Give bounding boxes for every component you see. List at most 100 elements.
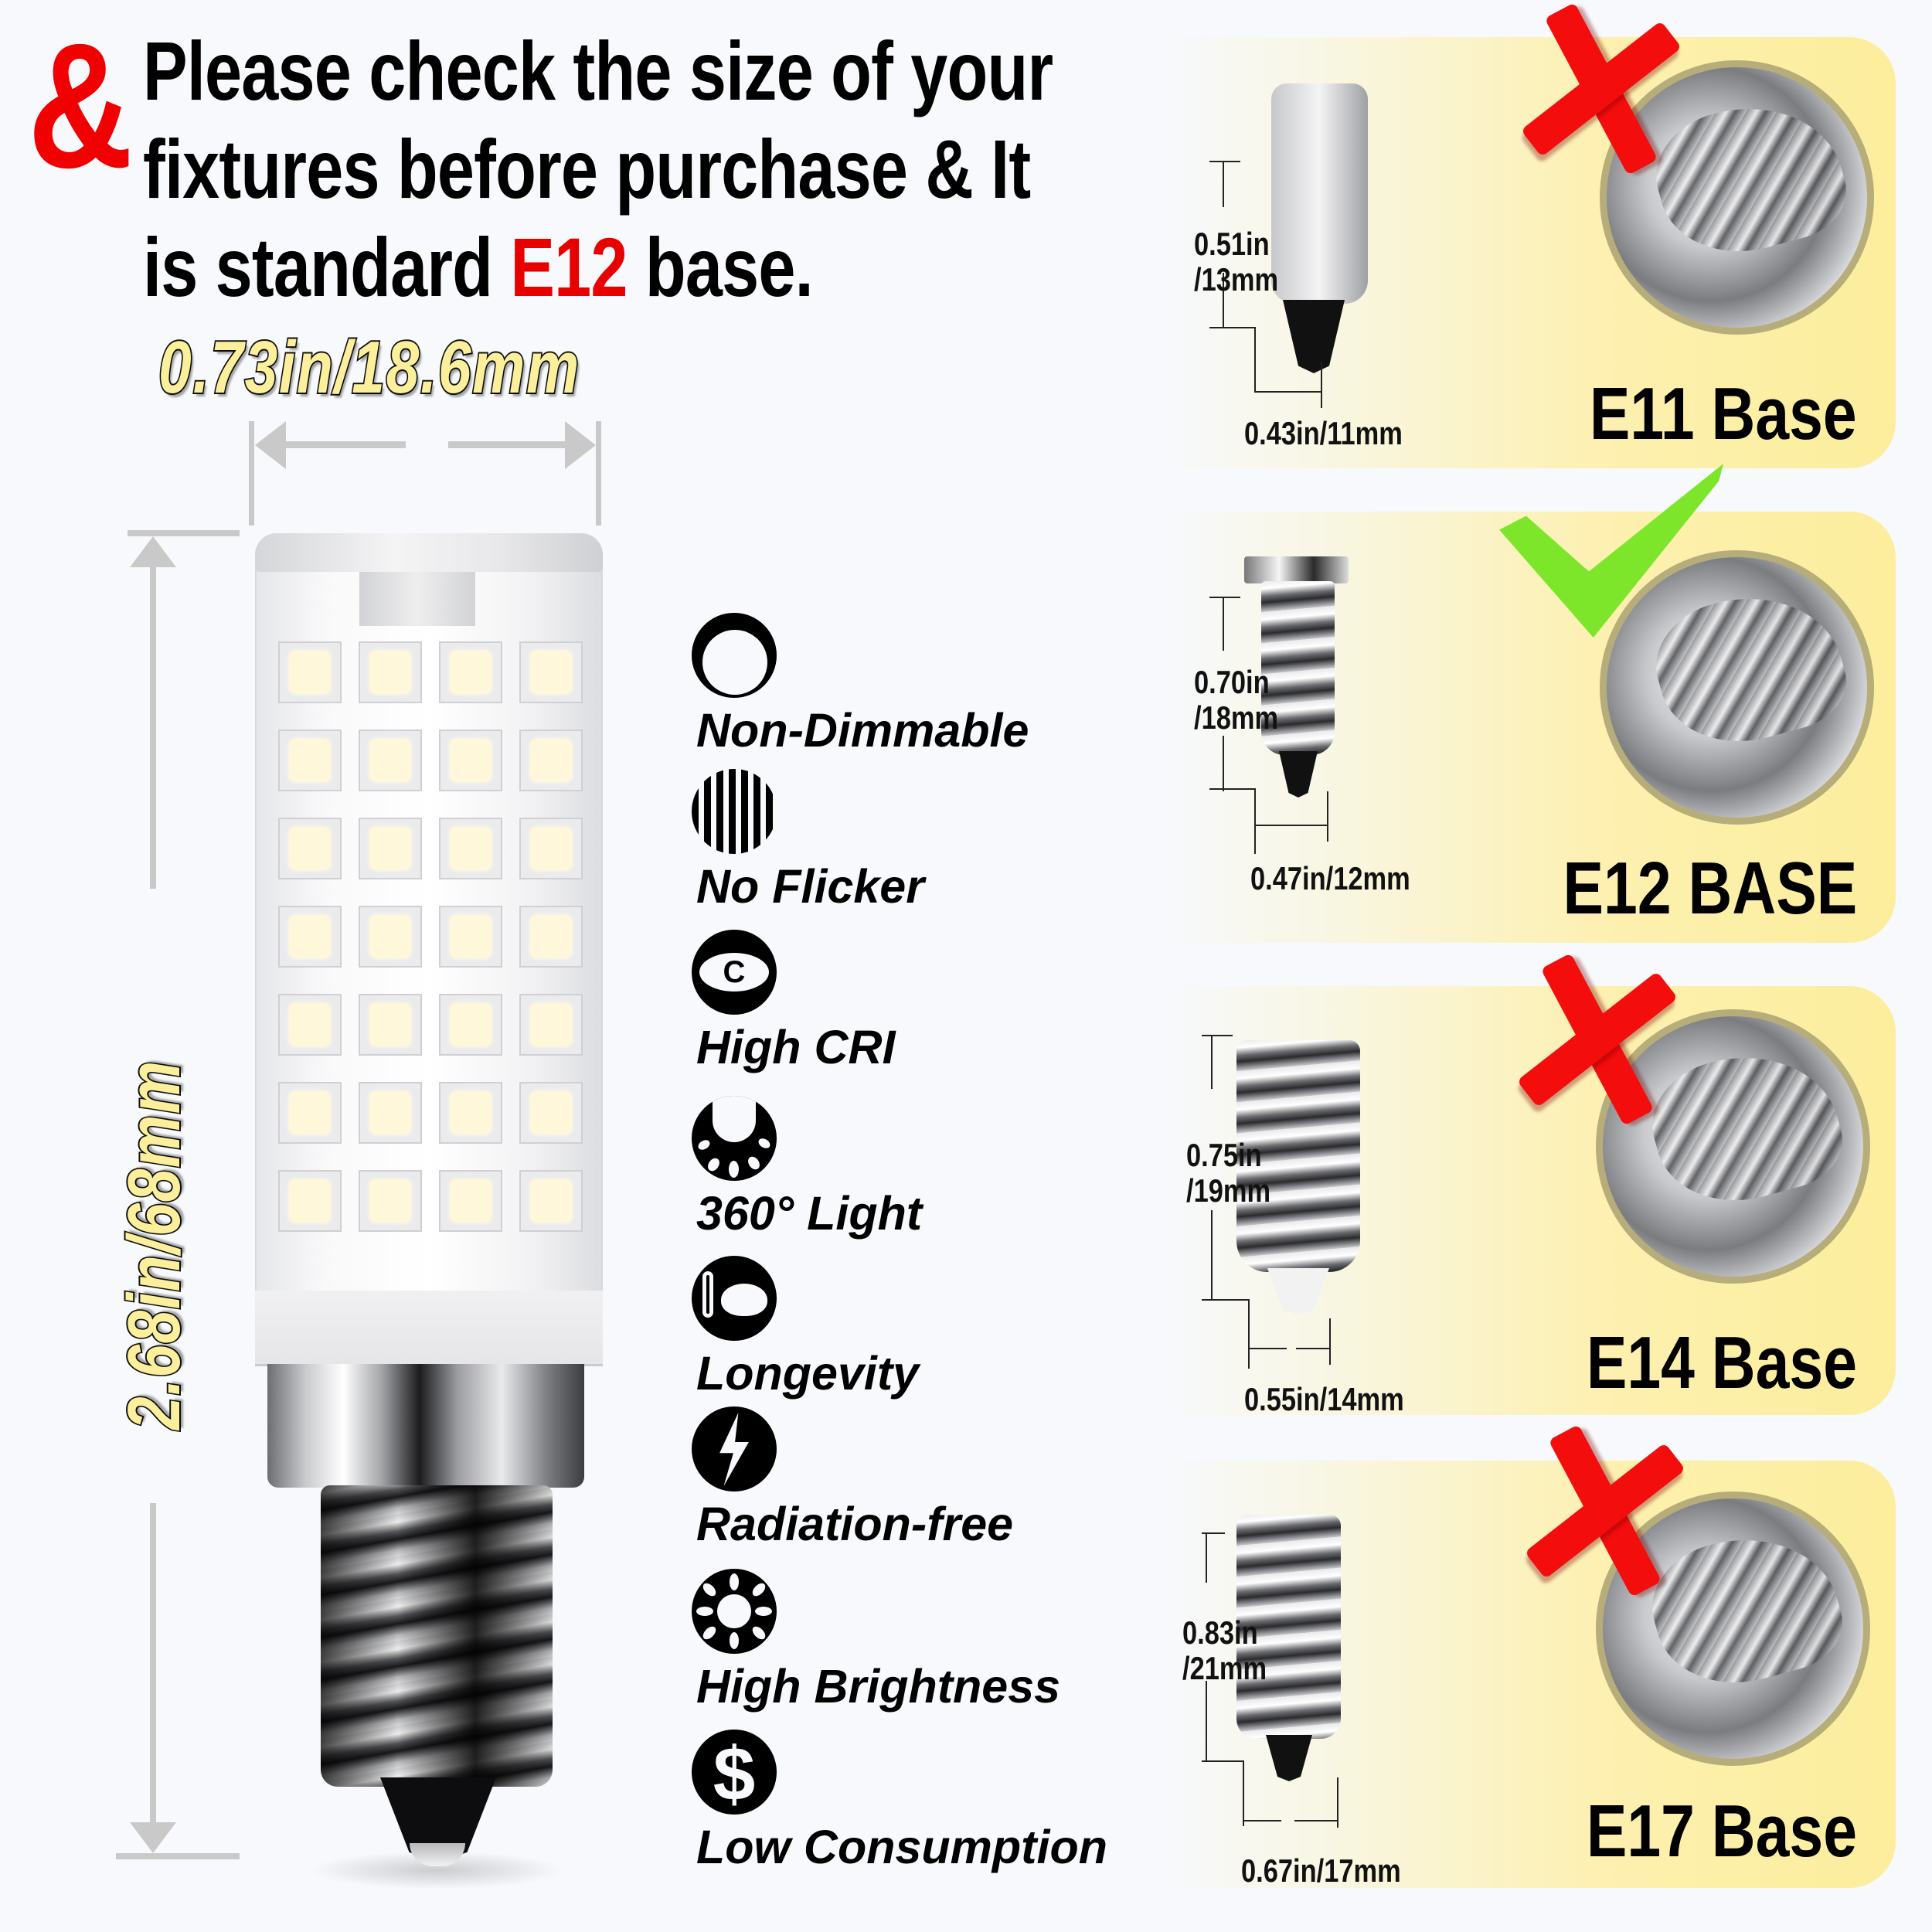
e17-base-photo <box>1236 1515 1341 1739</box>
dim-line <box>1223 597 1224 651</box>
led-chip <box>278 906 342 968</box>
led-chip <box>519 1082 583 1144</box>
dim-line <box>1206 1681 1207 1762</box>
dim-line <box>1202 1035 1233 1036</box>
feature-longevity: Longevity <box>692 1256 919 1397</box>
dim-line <box>1254 788 1256 854</box>
dim-line <box>1327 791 1328 842</box>
headline-line-2: fixtures before purchase & It <box>143 122 1031 216</box>
led-chip <box>519 994 583 1056</box>
dim-line <box>1223 736 1224 791</box>
light-rays-360-icon <box>692 1096 777 1181</box>
led-chip <box>519 906 583 968</box>
e12-height-label: 0.70in/18mm <box>1194 664 1279 736</box>
bulb-metal-collar <box>267 1364 584 1488</box>
led-chip <box>439 1082 502 1144</box>
led-chip <box>359 1170 422 1232</box>
headline-line-3: is standard E12 base. <box>143 220 814 314</box>
led-chip <box>278 730 342 791</box>
led-chip <box>519 641 583 703</box>
vertical-stripes-icon <box>692 769 777 854</box>
dim-line <box>1329 1318 1331 1365</box>
dim-line <box>1254 825 1328 826</box>
bulb-top-cap <box>255 533 603 572</box>
sun-icon <box>692 1569 777 1654</box>
arrow-right-icon <box>565 421 596 469</box>
e17-base-tip <box>1266 1735 1312 1781</box>
feature-360-light: 360° Light <box>692 1096 922 1237</box>
dim-line <box>1294 1820 1337 1821</box>
headline: Please check the size of your fixtures b… <box>143 22 1148 316</box>
led-chip <box>359 994 422 1056</box>
dollar-icon: $ <box>692 1730 777 1815</box>
led-chip <box>359 730 422 791</box>
dim-line <box>1209 327 1256 328</box>
bulb-screw-base <box>321 1485 553 1787</box>
dim-line <box>1206 1532 1207 1583</box>
feature-high-brightness: High Brightness <box>692 1569 1060 1710</box>
e11-base-title: E11 Base <box>1590 372 1857 455</box>
dim-line <box>1254 327 1256 393</box>
e12-base-tip <box>1279 751 1318 798</box>
dim-line <box>1209 597 1240 598</box>
width-guide-right <box>596 421 601 526</box>
e14-base-photo <box>1236 1040 1360 1272</box>
width-dimension-label: 0.73in/18.6mm <box>157 326 580 409</box>
heart-ribbon-icon <box>692 1256 777 1341</box>
feature-no-flicker: No Flicker <box>692 769 924 910</box>
dim-line <box>1211 1035 1213 1089</box>
height-guide-bottom <box>116 1853 240 1859</box>
height-dimension-label: 2.68in/68mm <box>111 1059 197 1431</box>
led-chip <box>359 906 422 968</box>
dim-line <box>1248 1299 1250 1369</box>
base-card-e17: 0.83in/21mm 0.67in/17mm E17 Base <box>1167 1461 1896 1889</box>
e11-width-label: 0.43in/11mm <box>1244 415 1403 451</box>
led-chip <box>278 1170 342 1232</box>
e17-base-title: E17 Base <box>1586 1790 1857 1872</box>
e12-base-collar-photo <box>1244 556 1349 583</box>
led-chip <box>359 818 422 879</box>
e11-base-photo <box>1271 83 1368 304</box>
base-type-highlight: E12 <box>510 220 628 314</box>
led-chip <box>439 818 502 879</box>
dim-line <box>1243 1820 1281 1821</box>
dim-line <box>1223 273 1224 328</box>
dim-line <box>1248 1348 1287 1349</box>
led-chip <box>439 1170 502 1232</box>
incompatible-x-icon <box>1526 1430 1681 1584</box>
e12-base-photo <box>1261 581 1335 755</box>
led-chip <box>278 641 342 703</box>
led-chip <box>278 818 342 879</box>
e14-width-label: 0.55in/14mm <box>1244 1381 1404 1417</box>
height-guide-top <box>128 530 240 536</box>
base-card-e12: 0.70in/18mm 0.47in/12mm E12 BASE <box>1167 512 1896 943</box>
e17-height-label: 0.83in/21mm <box>1182 1614 1267 1686</box>
e11-base-tip <box>1283 300 1345 373</box>
dim-line <box>1254 391 1322 393</box>
e14-base-tip <box>1267 1268 1329 1315</box>
led-chip <box>359 1082 422 1144</box>
dim-line <box>1321 362 1322 408</box>
led-chip <box>439 641 502 703</box>
led-chip <box>519 818 583 879</box>
dim-line <box>1202 1760 1244 1762</box>
led-chip <box>439 730 502 791</box>
lightning-bolt-icon <box>692 1406 777 1492</box>
width-arrow-right-shaft <box>448 441 583 448</box>
dim-line <box>1209 161 1240 162</box>
eye-icon: C <box>692 930 777 1015</box>
led-chip <box>519 1170 583 1232</box>
bulb-frosted-collar <box>255 1291 603 1366</box>
dim-line <box>1223 161 1224 207</box>
e14-height-label: 0.75in/19mm <box>1186 1137 1271 1209</box>
e17-width-label: 0.67in/17mm <box>1241 1852 1401 1889</box>
e12-width-label: 0.47in/12mm <box>1250 860 1410 896</box>
feature-low-consumption: $ Low Consumption <box>692 1730 1107 1871</box>
led-chip <box>278 1082 342 1144</box>
height-arrow-top-shaft <box>150 564 156 889</box>
width-arrow-left-shaft <box>263 441 406 448</box>
arrow-down-icon <box>130 1822 176 1853</box>
arrow-up-icon <box>130 536 176 567</box>
e11-height-label: 0.51in/13mm <box>1194 226 1279 298</box>
feature-high-cri: C High CRI <box>692 930 896 1071</box>
